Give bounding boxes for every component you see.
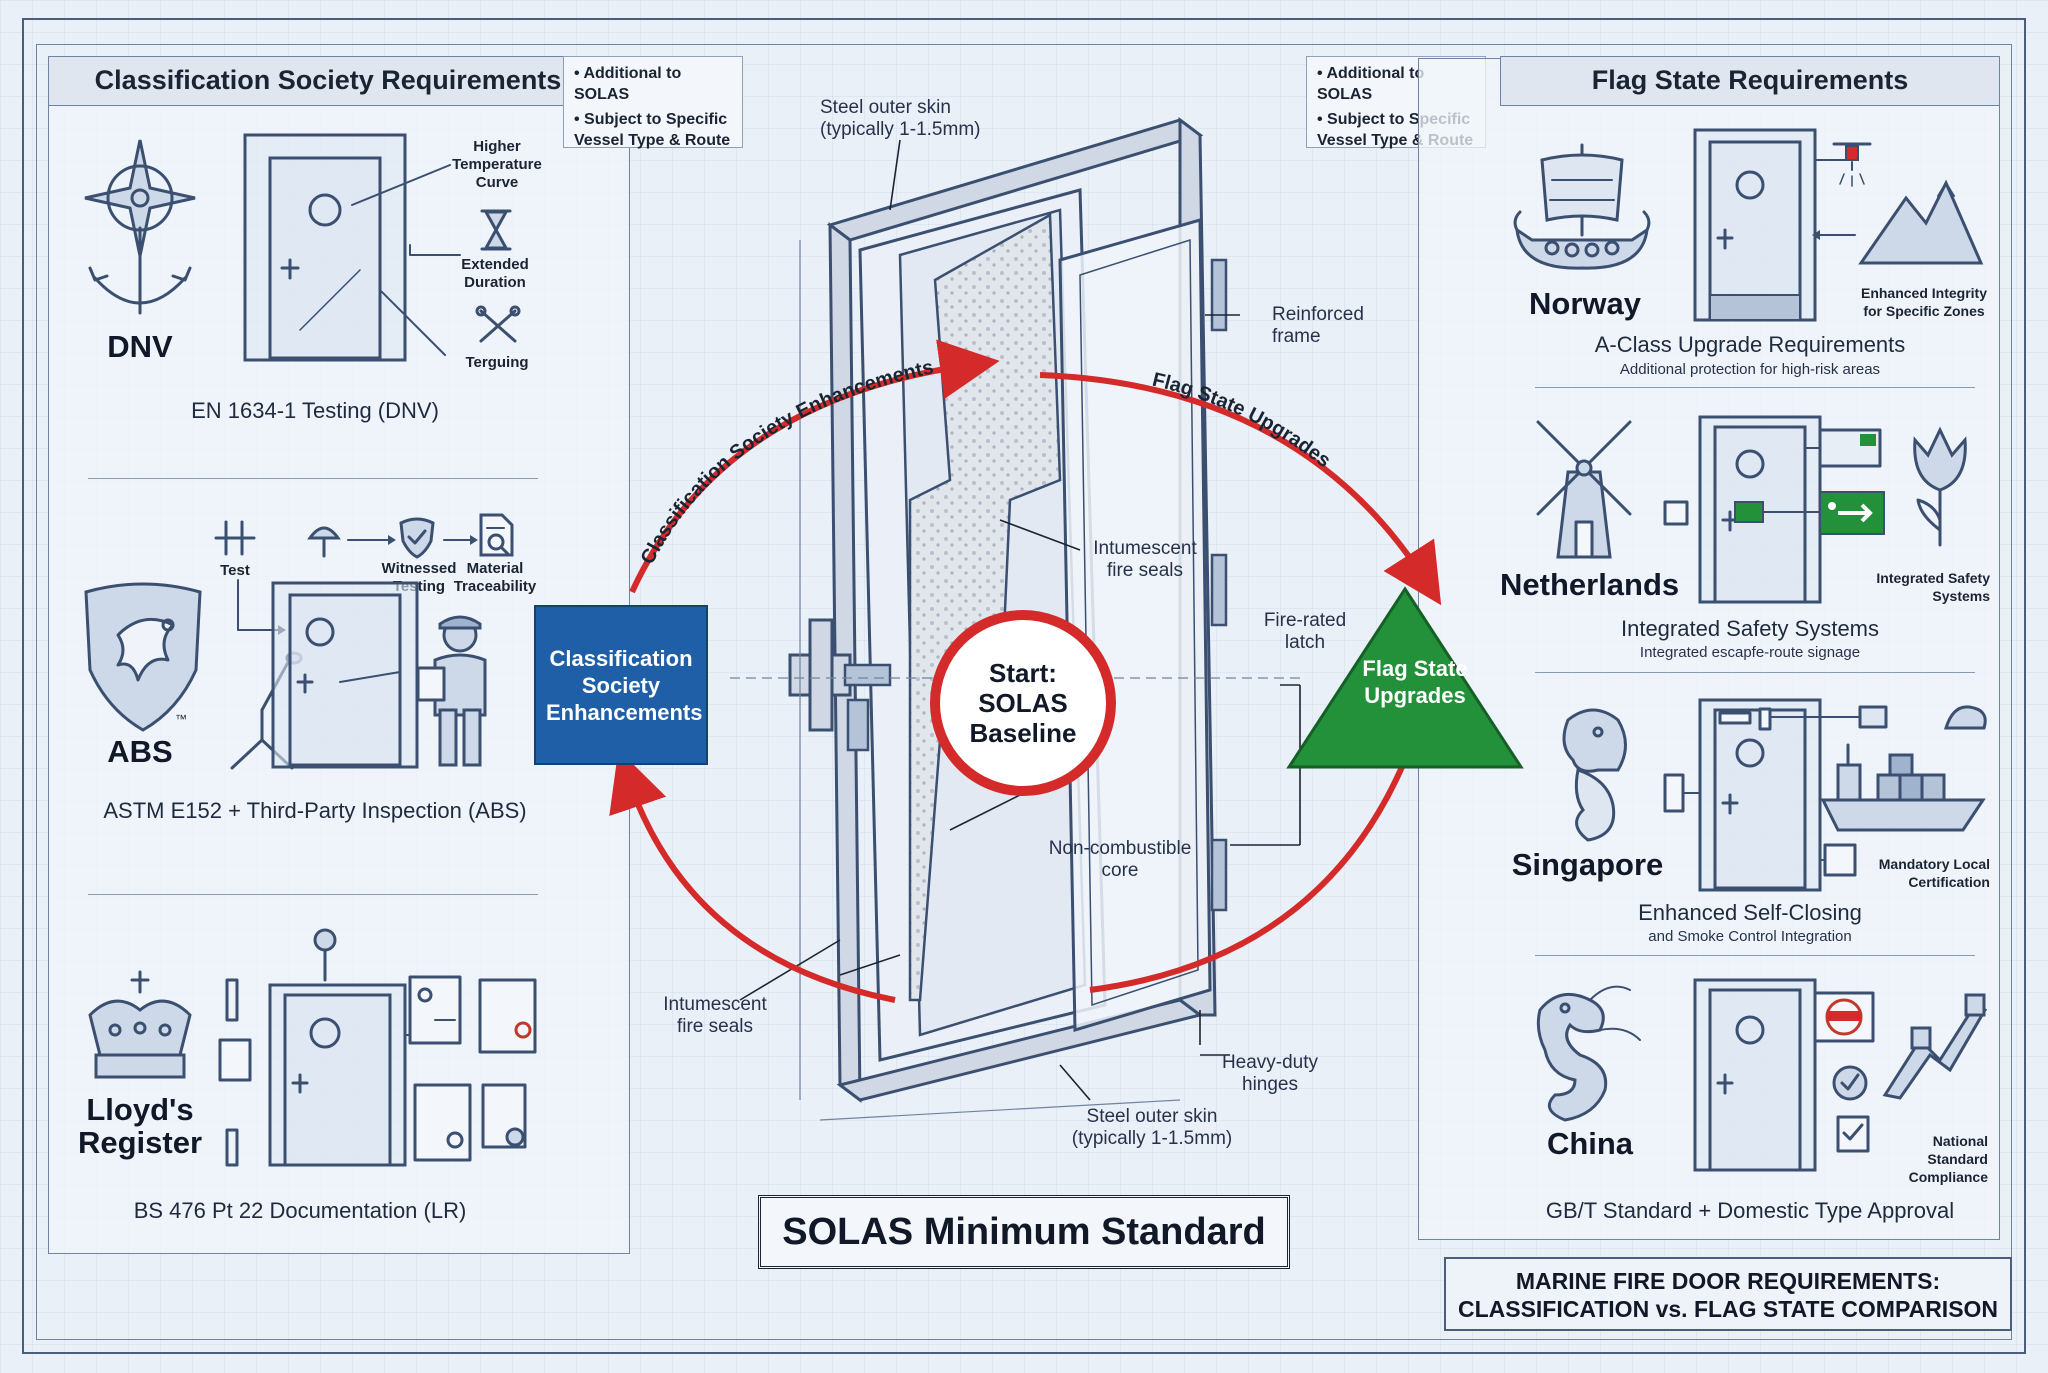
solas-minimum-title-box: SOLAS Minimum Standard bbox=[758, 1195, 1290, 1269]
left-divider-1 bbox=[88, 478, 538, 479]
dragon-icon bbox=[1536, 985, 1641, 1122]
netherlands-caption: Integrated Safety Systems bbox=[1620, 616, 1880, 641]
cargo-ship-icon bbox=[1820, 743, 1986, 832]
dnv-callout-terguing: Terguing bbox=[465, 354, 529, 371]
singapore-wave-icon bbox=[1943, 705, 1987, 730]
abs-trademark: ™ bbox=[175, 712, 187, 726]
document-magnifier-icon bbox=[479, 513, 514, 557]
norway-name: Norway bbox=[1529, 286, 1641, 321]
label-hinges: Heavy-duty hinges bbox=[1221, 1052, 1319, 1095]
classification-enhancements-box: Classification Society Enhancements bbox=[534, 605, 708, 765]
dnv-caption: EN 1634-1 Testing (DNV) bbox=[191, 398, 439, 423]
label-seals-lower: Intumescent fire seals bbox=[663, 994, 767, 1037]
hourglass-icon bbox=[480, 209, 512, 251]
left-panel-title: Classification Society Requirements bbox=[48, 56, 608, 106]
dnv-callout-temperature: Higher Temperature Curve bbox=[452, 138, 542, 191]
dnv-door-icon bbox=[243, 133, 407, 362]
footer-line-2: CLASSIFICATION vs. FLAG STATE COMPARISON bbox=[1457, 1296, 1999, 1322]
classification-box-label: Classification Society Enhancements bbox=[546, 645, 703, 725]
dnv-name: DNV bbox=[107, 329, 173, 364]
dnv-callout-lines bbox=[351, 164, 461, 356]
label-core: Non-combustible core bbox=[1048, 838, 1192, 881]
norway-door-icon bbox=[1693, 128, 1856, 322]
inner-frame bbox=[36, 44, 2012, 1340]
singapore-callout: Mandatory Local Certification bbox=[1878, 856, 1990, 890]
label-reinforced-frame: Reinforced frame bbox=[1272, 304, 1364, 347]
abs-shield-eagle-icon bbox=[84, 582, 202, 732]
right-divider-2 bbox=[1535, 672, 1975, 673]
label-steel-top: Steel outer skin (typically 1-1.5mm) bbox=[820, 97, 981, 140]
great-wall-icon bbox=[1882, 993, 1988, 1100]
shield-check-icon bbox=[399, 517, 435, 559]
norway-caption: A-Class Upgrade Requirements bbox=[1594, 332, 1906, 357]
netherlands-door-icon bbox=[1663, 415, 1885, 604]
outer-frame bbox=[22, 18, 2026, 1354]
norway-callout: Enhanced Integrity for Specific Zones bbox=[1860, 285, 1988, 319]
center-leader-lines bbox=[739, 139, 1301, 1101]
right-divider-3 bbox=[1535, 955, 1975, 956]
netherlands-name: Netherlands bbox=[1500, 567, 1680, 602]
compass-anchor-icon bbox=[84, 139, 196, 315]
dnv-callout-duration: Extended Duration bbox=[461, 256, 529, 291]
china-door-icon bbox=[1693, 978, 1875, 1172]
arc-left-lower bbox=[609, 749, 896, 1003]
label-latch: Fire-rated latch bbox=[1263, 610, 1347, 653]
crossed-tools-icon bbox=[475, 305, 521, 343]
note-additional-left: • Additional to SOLAS • Subject to Speci… bbox=[563, 56, 743, 149]
singapore-name: Singapore bbox=[1511, 847, 1664, 882]
crown-icon bbox=[88, 970, 192, 1079]
note-left-line-1: • Additional to SOLAS bbox=[574, 65, 682, 103]
lr-caption: BS 476 Pt 22 Documentation (LR) bbox=[133, 1198, 467, 1223]
china-caption: GB/T Standard + Domestic Type Approval bbox=[1545, 1198, 1955, 1223]
abs-door-icon bbox=[271, 581, 419, 769]
flag-state-triangle bbox=[1286, 586, 1524, 769]
netherlands-sub: Integrated escapfe-route signage bbox=[1639, 644, 1861, 661]
triangle-label: Flag State Upgrades bbox=[1362, 656, 1468, 708]
norway-sub: Additional protection for high-risk area… bbox=[1619, 361, 1881, 378]
mountain-icon bbox=[1858, 179, 1984, 265]
hinge-middle bbox=[1210, 553, 1228, 627]
singapore-sub: and Smoke Control Integration bbox=[1648, 928, 1852, 945]
abs-arrows bbox=[347, 535, 478, 545]
start-solas-circle: Start: SOLAS Baseline bbox=[930, 610, 1116, 796]
start-label: Start: SOLAS Baseline bbox=[969, 658, 1077, 748]
arc-left-upper bbox=[629, 339, 1000, 594]
viking-ship-icon bbox=[1513, 143, 1651, 270]
tulip-icon bbox=[1913, 426, 1967, 547]
abs-callout-traceability: Material Traceability bbox=[453, 560, 537, 595]
solas-minimum-title: SOLAS Minimum Standard bbox=[782, 1210, 1266, 1253]
netherlands-callout: Integrated Safety Systems bbox=[1876, 570, 1990, 604]
label-seals-upper: Intumescent fire seals bbox=[1093, 538, 1197, 581]
arc-right-upper bbox=[1039, 372, 1442, 606]
lr-documents-icon bbox=[218, 928, 537, 1167]
singapore-caption: Enhanced Self-Closing bbox=[1638, 900, 1862, 925]
singapore-door-icon bbox=[1663, 698, 1888, 892]
right-panel-title: Flag State Requirements bbox=[1500, 56, 2000, 106]
sprinkler-icon bbox=[1832, 142, 1872, 187]
footer-title-block: MARINE FIRE DOOR REQUIREMENTS: CLASSIFIC… bbox=[1444, 1257, 2012, 1331]
footer-line-1: MARINE FIRE DOOR REQUIREMENTS: bbox=[1515, 1268, 1941, 1294]
merlion-icon bbox=[1562, 708, 1627, 842]
inspector-person-icon bbox=[339, 615, 487, 767]
abs-caption: ASTM E152 + Third-Party Inspection (ABS) bbox=[103, 798, 527, 823]
hinge-top bbox=[1210, 258, 1228, 332]
abs-callout-test: Test bbox=[220, 562, 250, 579]
china-callout: National Standard Compliance bbox=[1908, 1133, 1988, 1185]
arc-right-lower bbox=[1089, 758, 1408, 993]
hinge-bottom bbox=[1210, 838, 1228, 912]
windmill-icon bbox=[1536, 420, 1632, 559]
left-divider-2 bbox=[88, 894, 538, 895]
note-left-line-2: • Subject to Specific Vessel Type & Rout… bbox=[574, 111, 731, 149]
arc-right-label: Flag State Upgrades bbox=[1150, 369, 1335, 472]
arc-left-label: Classification Society Enhancements bbox=[637, 356, 936, 568]
abs-name: ABS bbox=[107, 734, 173, 769]
test-frame-icon bbox=[214, 520, 256, 556]
lamp-icon bbox=[307, 526, 341, 558]
china-name: China bbox=[1546, 1126, 1634, 1161]
note-right-line-1: • Additional to SOLAS bbox=[1317, 65, 1425, 103]
lr-name: Lloyd's Register bbox=[77, 1092, 203, 1160]
right-divider-1 bbox=[1535, 387, 1975, 388]
label-steel-bottom: Steel outer skin (typically 1-1.5mm) bbox=[1071, 1106, 1233, 1149]
